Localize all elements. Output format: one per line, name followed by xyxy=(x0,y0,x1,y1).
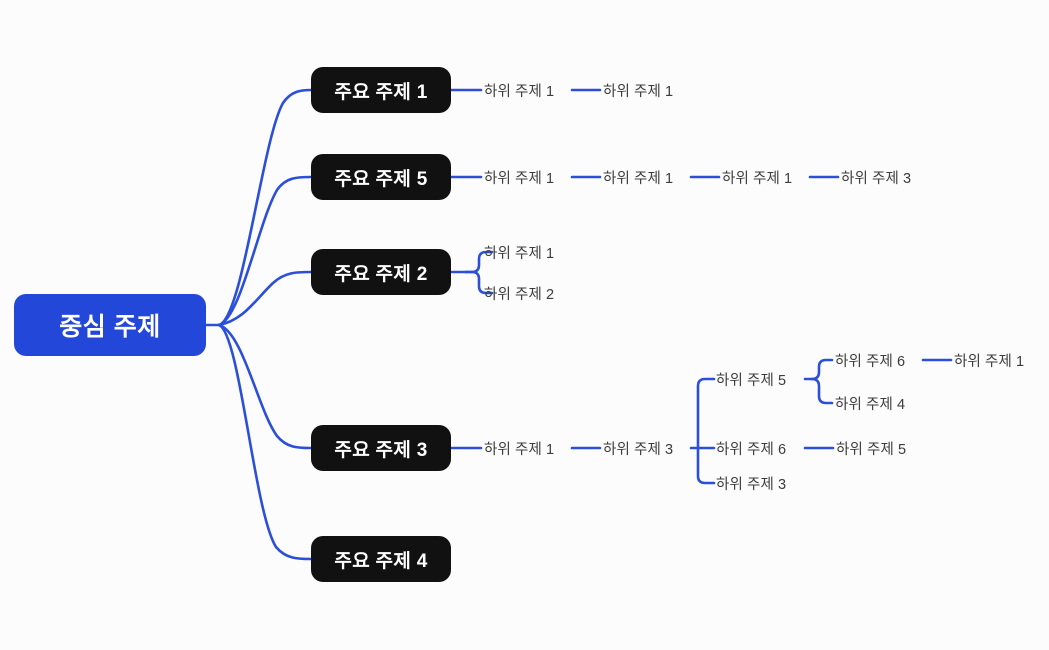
sub-topic-b2-4[interactable]: 하위 주제 3 xyxy=(841,167,933,187)
edge-b4-fork-bottom xyxy=(696,446,716,485)
sub-topic-b3-1[interactable]: 하위 주제 1 xyxy=(484,242,576,262)
edge-b4-s3-fork-lower xyxy=(810,377,834,405)
sub-topic-label-b1-2: 하위 주제 1 xyxy=(603,83,674,100)
sub-topic-b1-2[interactable]: 하위 주제 1 xyxy=(603,80,695,100)
central-topic-node[interactable]: 중심 주제 xyxy=(14,294,206,356)
edge-central-to-main-3 xyxy=(217,270,313,327)
sub-topic-b3-2[interactable]: 하위 주제 2 xyxy=(484,283,576,303)
sub-topic-label-b2-3: 하위 주제 1 xyxy=(722,170,793,187)
main-topic-label-1: 주요 주제 1 xyxy=(334,81,428,103)
sub-topic-label-b2-4: 하위 주제 3 xyxy=(841,170,912,187)
main-topic-node-4[interactable]: 주요 주제 3 xyxy=(311,425,451,471)
edge-b4-fork-top xyxy=(696,377,716,450)
sub-topic-label-b4-1: 하위 주제 1 xyxy=(484,441,555,458)
central-topic-label: 중심 주제 xyxy=(59,313,161,341)
main-topic-node-2[interactable]: 주요 주제 5 xyxy=(311,154,451,200)
sub-topic-label-b4-3: 하위 주제 5 xyxy=(716,372,787,389)
main-topic-node-5[interactable]: 주요 주제 4 xyxy=(311,536,451,582)
sub-topic-label-b4-8: 하위 주제 5 xyxy=(836,441,907,458)
main-topic-label-4: 주요 주제 3 xyxy=(334,439,428,461)
sub-topic-b4-2[interactable]: 하위 주제 3 xyxy=(603,438,695,458)
sub-topic-label-b4-9: 하위 주제 3 xyxy=(716,476,787,493)
sub-topic-b4-9[interactable]: 하위 주제 3 xyxy=(716,473,808,493)
sub-topic-b4-7[interactable]: 하위 주제 6 xyxy=(716,438,808,458)
sub-topic-b2-3[interactable]: 하위 주제 1 xyxy=(722,167,814,187)
sub-topic-b4-5[interactable]: 하위 주제 1 xyxy=(954,350,1046,370)
main-topic-label-5: 주요 주제 4 xyxy=(334,550,428,572)
sub-topic-label-b4-6: 하위 주제 4 xyxy=(835,396,906,413)
sub-topic-b4-1[interactable]: 하위 주제 1 xyxy=(484,438,576,458)
sub-topic-label-b3-2: 하위 주제 2 xyxy=(484,286,555,303)
main-topic-node-1[interactable]: 주요 주제 1 xyxy=(311,67,451,113)
main-topic-node-3[interactable]: 주요 주제 2 xyxy=(311,249,451,295)
main-topic-label-2: 주요 주제 5 xyxy=(334,168,428,190)
sub-topic-label-b4-7: 하위 주제 6 xyxy=(716,441,787,458)
sub-topic-label-b4-5: 하위 주제 1 xyxy=(954,353,1025,370)
edge-central-to-main-2 xyxy=(217,175,313,327)
sub-topic-b4-8[interactable]: 하위 주제 5 xyxy=(836,438,928,458)
sub-topic-label-b1-1: 하위 주제 1 xyxy=(484,83,555,100)
sub-topic-label-b3-1: 하위 주제 1 xyxy=(484,245,555,262)
sub-topic-b2-1[interactable]: 하위 주제 1 xyxy=(484,167,576,187)
sub-topic-b4-3[interactable]: 하위 주제 5 xyxy=(716,369,808,389)
sub-topic-label-b2-1: 하위 주제 1 xyxy=(484,170,555,187)
sub-topic-label-b4-4: 하위 주제 6 xyxy=(835,353,906,370)
edge-b4-s3-fork-upper xyxy=(810,358,834,381)
sub-topic-b4-4[interactable]: 하위 주제 6 xyxy=(835,350,927,370)
sub-topic-b4-6[interactable]: 하위 주제 4 xyxy=(835,393,927,413)
sub-topic-label-b4-2: 하위 주제 3 xyxy=(603,441,674,458)
edge-central-to-main-1 xyxy=(217,88,313,327)
sub-topic-b1-1[interactable]: 하위 주제 1 xyxy=(484,80,576,100)
sub-topic-label-b2-2: 하위 주제 1 xyxy=(603,170,674,187)
sub-topic-b2-2[interactable]: 하위 주제 1 xyxy=(603,167,695,187)
edge-central-to-main-4 xyxy=(217,323,313,450)
edge-central-to-main-5 xyxy=(217,323,313,561)
main-topic-label-3: 주요 주제 2 xyxy=(334,263,428,285)
